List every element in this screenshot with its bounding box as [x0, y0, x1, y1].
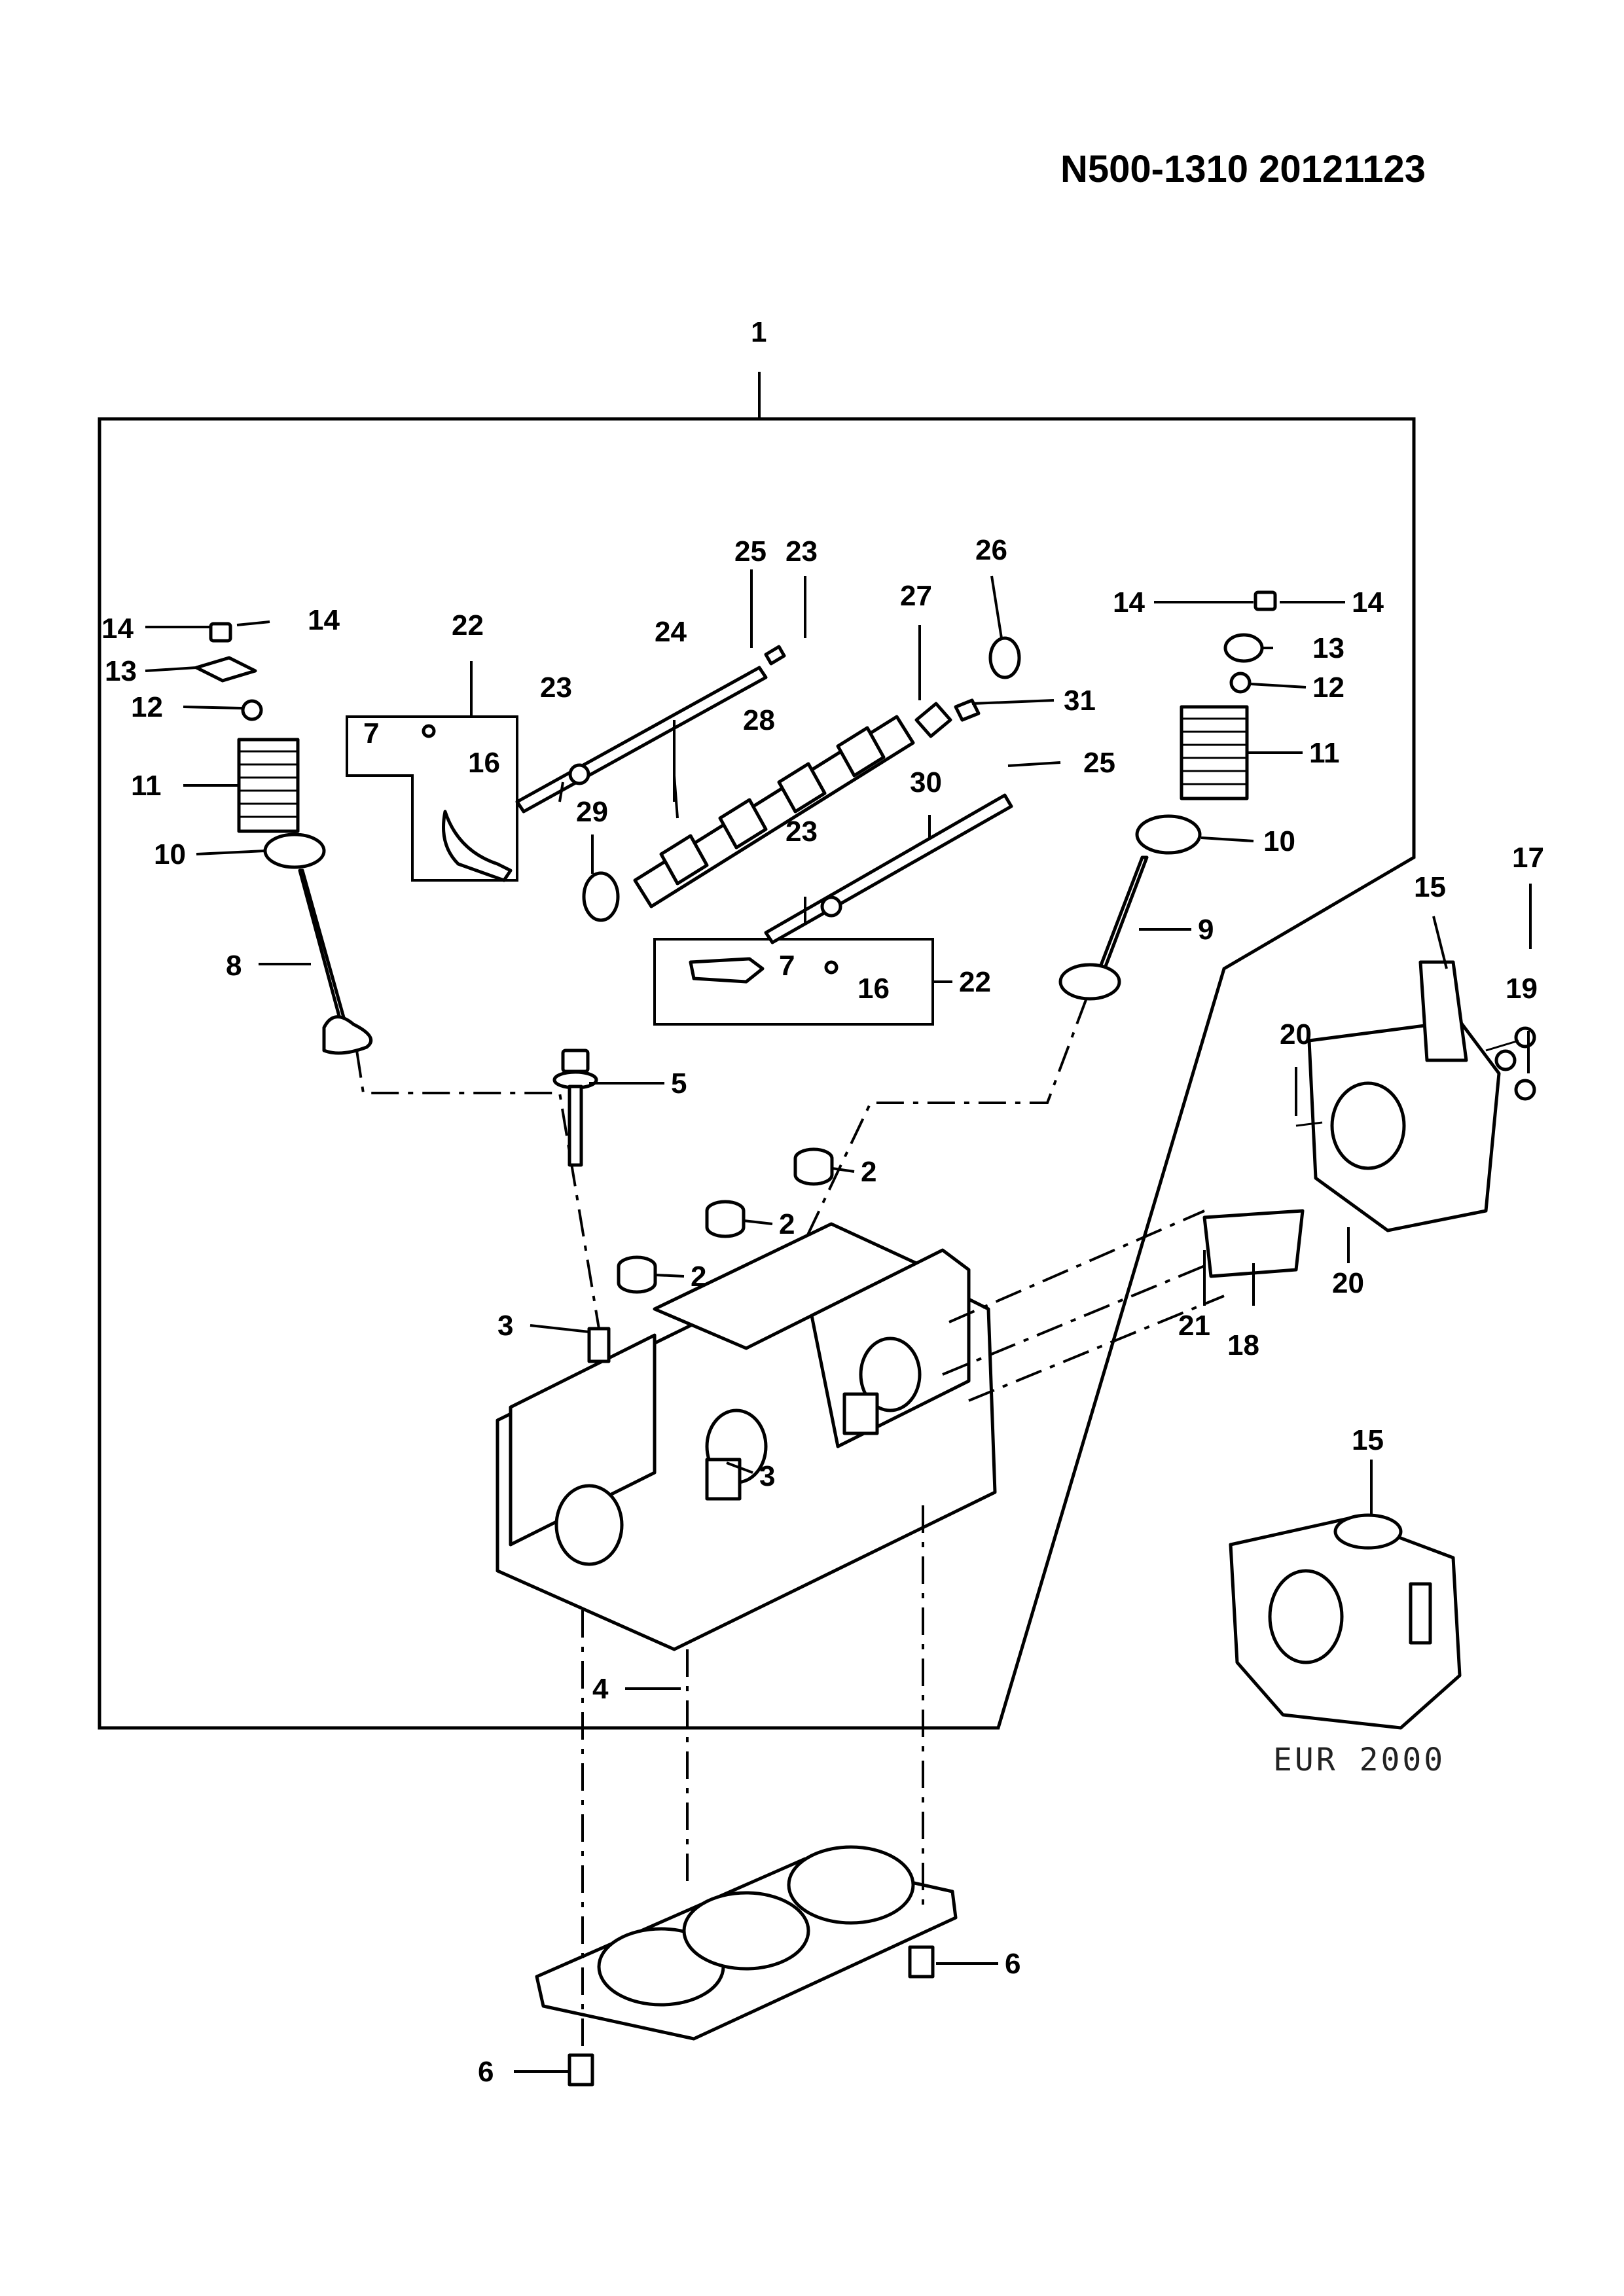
right-valve-spring — [1180, 705, 1249, 800]
callout-15-top: 15 — [1414, 871, 1446, 903]
rocker-shaft-upper — [515, 645, 786, 814]
callout-11-right: 11 — [1309, 737, 1340, 769]
callout-31: 31 — [1064, 685, 1096, 717]
callout-26: 26 — [975, 534, 1007, 566]
assembly-frame — [98, 372, 1416, 1730]
callout-13-right: 13 — [1312, 632, 1344, 664]
callout-14-left-b: 14 — [308, 604, 340, 636]
callout-18: 18 — [1227, 1329, 1259, 1361]
callout-6-right: 6 — [1005, 1948, 1020, 1980]
callout-13-left: 13 — [105, 655, 137, 687]
camshaft-seal-and-plug — [914, 636, 1021, 738]
callout-30: 30 — [910, 766, 942, 798]
right-valve-assembly — [1058, 590, 1277, 1001]
callout-3-left: 3 — [497, 1310, 513, 1342]
callout-6-left: 6 — [478, 2056, 494, 2088]
callout-4: 4 — [592, 1673, 609, 1705]
left-valve-spring — [237, 738, 300, 833]
callout-16-upper: 16 — [468, 747, 500, 779]
head-bolt — [552, 1049, 598, 1167]
callout-2-c: 2 — [691, 1261, 706, 1293]
rocker-arm-box-upper — [346, 715, 518, 882]
variant-thermostat-housing — [1229, 1513, 1462, 1730]
callout-14-left-a: 14 — [101, 613, 134, 645]
callout-25-right: 25 — [1083, 747, 1115, 779]
rocker-shaft-lower — [764, 793, 1013, 944]
callout-22-lower: 22 — [959, 966, 991, 998]
head-gasket — [535, 1845, 958, 2041]
callout-23-lower: 23 — [785, 816, 818, 848]
callout-22-upper: 22 — [452, 609, 484, 641]
callout-15-variant: 15 — [1352, 1424, 1384, 1456]
callout-10-left: 10 — [154, 838, 186, 870]
cylinder-head — [496, 1222, 997, 1651]
callout-23-left: 23 — [540, 672, 572, 704]
callout-14-right-b: 14 — [1352, 586, 1384, 619]
callout-leaders — [145, 569, 1532, 2073]
callout-23-top: 23 — [785, 535, 818, 567]
dowel-pins — [568, 1945, 935, 2087]
variant-label: EUR 2000 — [1273, 1742, 1445, 1778]
drawing-code: N500-1310 20121123 — [1060, 148, 1426, 190]
callout-2-a: 2 — [861, 1156, 876, 1188]
callout-5: 5 — [671, 1067, 687, 1100]
callout-25-top: 25 — [734, 535, 767, 567]
callout-29: 29 — [576, 796, 608, 828]
callout-27: 27 — [900, 580, 932, 612]
callout-14-right-a: 14 — [1113, 586, 1145, 619]
callout-24: 24 — [655, 616, 687, 648]
callout-labels: 1 14 14 13 12 11 10 8 22 7 16 23 24 25 2… — [101, 316, 1544, 2088]
callout-19: 19 — [1506, 973, 1538, 1005]
callout-20-top: 20 — [1280, 1018, 1312, 1050]
callout-10-right: 10 — [1263, 825, 1295, 857]
guide-lines-to-gasket — [581, 1505, 924, 2062]
callout-2-b: 2 — [779, 1208, 795, 1240]
callout-17: 17 — [1512, 842, 1544, 874]
left-valve-assembly — [194, 622, 373, 1055]
callout-8: 8 — [226, 950, 242, 982]
housing-guide-lines — [942, 1210, 1225, 1402]
camshaft-caps — [617, 1147, 834, 1294]
callout-21: 21 — [1178, 1310, 1210, 1342]
callout-12-right: 12 — [1312, 672, 1344, 704]
callout-1: 1 — [751, 316, 767, 348]
callout-20-bottom: 20 — [1332, 1267, 1364, 1299]
callout-7-lower: 7 — [779, 950, 795, 982]
callout-3-right: 3 — [759, 1460, 775, 1492]
callout-16-lower: 16 — [857, 973, 890, 1005]
callout-7-upper: 7 — [363, 717, 379, 749]
thermostat-housing — [1202, 960, 1536, 1278]
callout-11-left: 11 — [131, 770, 162, 802]
camshaft — [582, 715, 915, 922]
callout-9: 9 — [1198, 914, 1214, 946]
callout-12-left: 12 — [131, 691, 163, 723]
callout-28: 28 — [743, 704, 775, 736]
